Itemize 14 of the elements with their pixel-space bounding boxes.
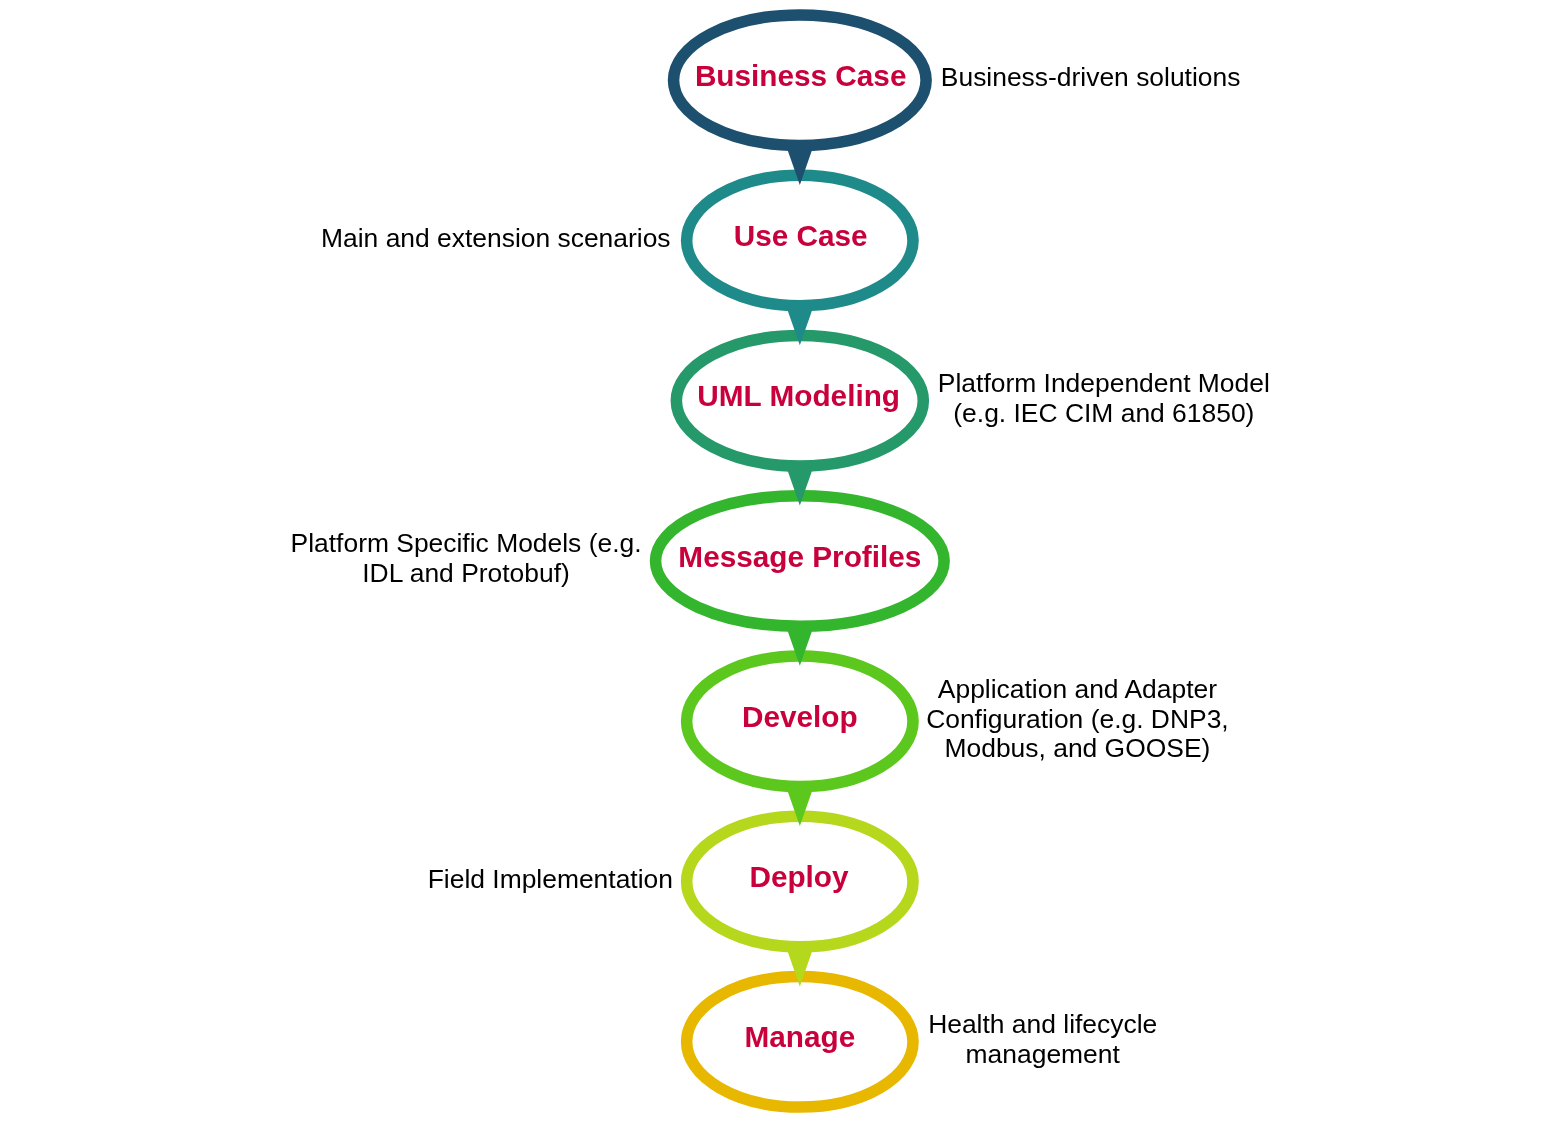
node-label: Application and Adapter Configuration (e.g. DNP3, Modbus, and GOOSE) xyxy=(926,673,1229,764)
arrow xyxy=(787,310,812,346)
node-label: Main and extension scenarios xyxy=(321,222,671,253)
node-label: Platform Specific Models (e.g. IDL and Protobuf) xyxy=(290,528,642,589)
arrow xyxy=(787,150,812,185)
arrow xyxy=(787,791,812,827)
node-label: Business-driven solutions xyxy=(940,62,1241,93)
arrow xyxy=(787,470,812,506)
node-ellipse: Manage xyxy=(680,970,919,1113)
arrow xyxy=(787,951,812,987)
node-label: Field Implementation xyxy=(427,863,673,894)
node-label: Health and lifecycle management xyxy=(928,1009,1158,1069)
node-label: Platform Independent Model (e.g. IEC CIM and 61850) xyxy=(937,368,1270,428)
arrow xyxy=(787,631,812,666)
